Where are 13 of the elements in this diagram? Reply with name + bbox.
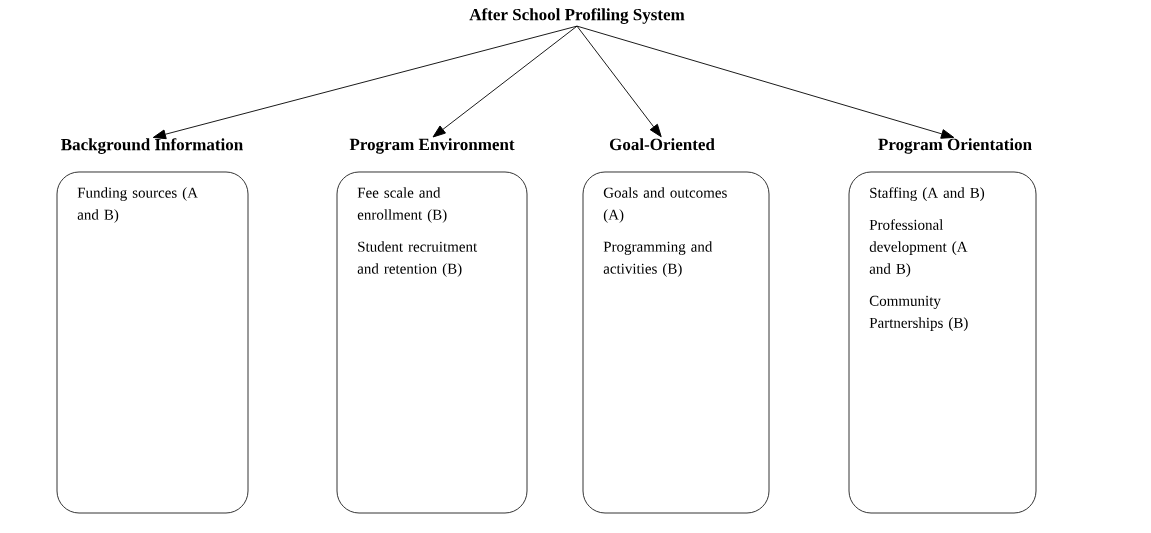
category-box: Program Orientation Staffing (A and B) Professional development (A and B) Community Partnerships (B) — [848, 138, 1037, 514]
node-label: Goal-Oriented — [609, 138, 715, 151]
arrow — [576, 25, 955, 139]
node-label: Background Information — [61, 138, 243, 154]
node-label: Program Orientation — [878, 138, 1032, 154]
category-box: Program Environment Fee scale and enrollment (B) Student recruitment and retention (B) — [336, 138, 528, 514]
node-label: Program Environment — [349, 138, 515, 154]
category-box: Goal-Oriented Goals and outcomes (A) Programming and activities (B) — [582, 138, 770, 514]
arrow — [152, 25, 578, 140]
arrow — [576, 25, 662, 138]
category-box: Background Information Funding sources (A and B) — [56, 138, 249, 514]
title: After School Profiling System — [469, 8, 685, 24]
arrow — [432, 25, 578, 138]
